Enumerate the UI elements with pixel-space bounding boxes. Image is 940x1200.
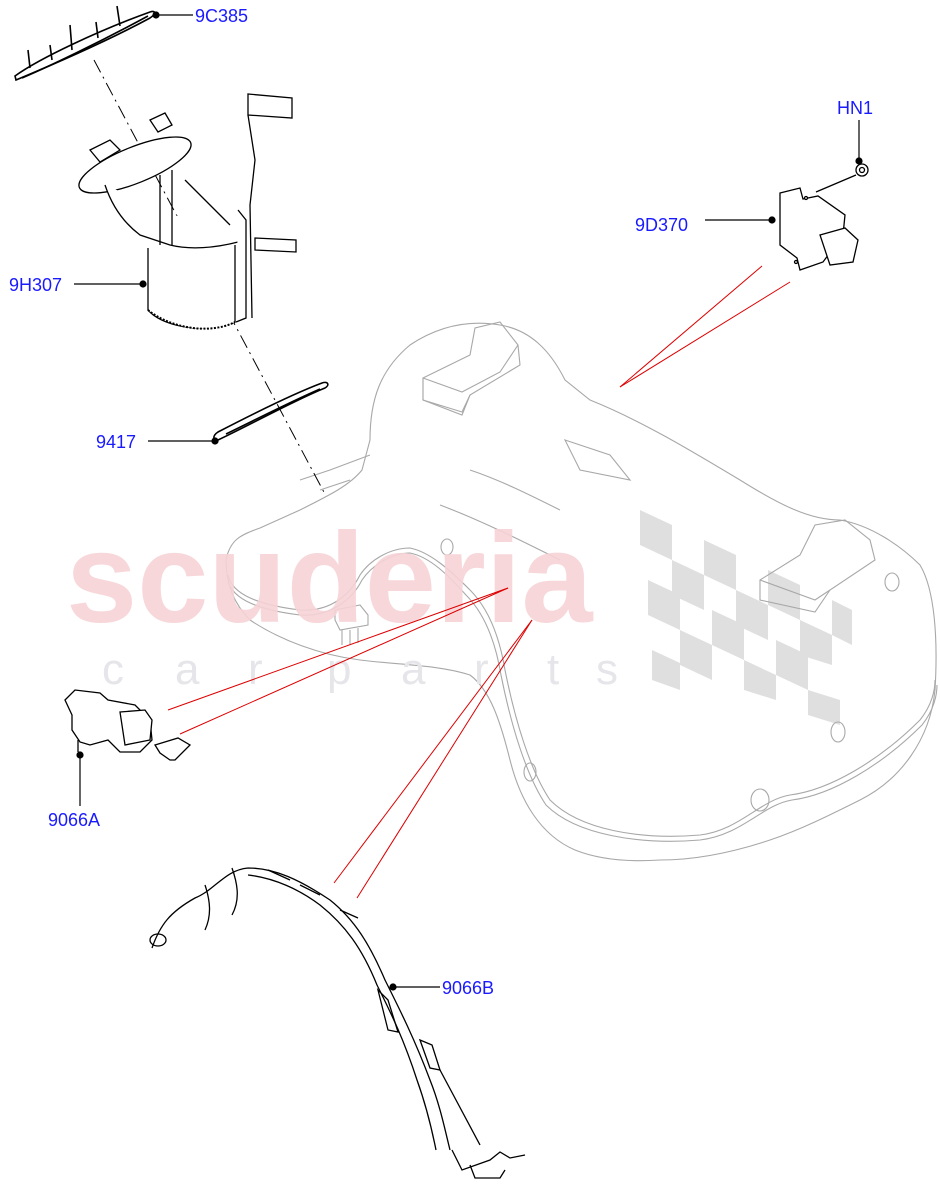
svg-text:c: c [102,645,124,694]
part-9D370-control-module[interactable] [779,187,859,271]
callout-HN1[interactable]: HN1 [837,98,874,118]
part-9C385-lock-ring[interactable] [14,5,156,82]
part-9H307-fuel-pump[interactable] [73,93,297,330]
part-9417-seal[interactable] [213,381,329,441]
svg-text:a: a [401,645,426,694]
watermark-scuderia: scuderia [66,507,593,650]
svg-text:p: p [327,645,351,694]
svg-text:s: s [596,645,618,694]
checkered-flag-watermark [640,510,852,725]
callout-9C385[interactable]: 9C385 [195,6,249,26]
fuel-tank-outline [225,321,938,862]
svg-text:t: t [547,645,559,694]
part-HN1-nut[interactable] [815,163,869,193]
reference-lines [167,265,791,899]
svg-text:r: r [248,645,263,694]
callout-9H307[interactable]: 9H307 [9,275,63,295]
callout-9D370[interactable]: 9D370 [635,215,689,235]
part-9066A-connector[interactable] [64,689,192,761]
callout-9066A[interactable]: 9066A [48,810,101,830]
callout-9417[interactable]: 9417 [96,432,137,452]
leader-lines [74,11,863,991]
svg-text:a: a [175,645,200,694]
callout-9066B[interactable]: 9066B [442,978,495,998]
part-9066B-wiring-harness[interactable] [149,867,526,1179]
